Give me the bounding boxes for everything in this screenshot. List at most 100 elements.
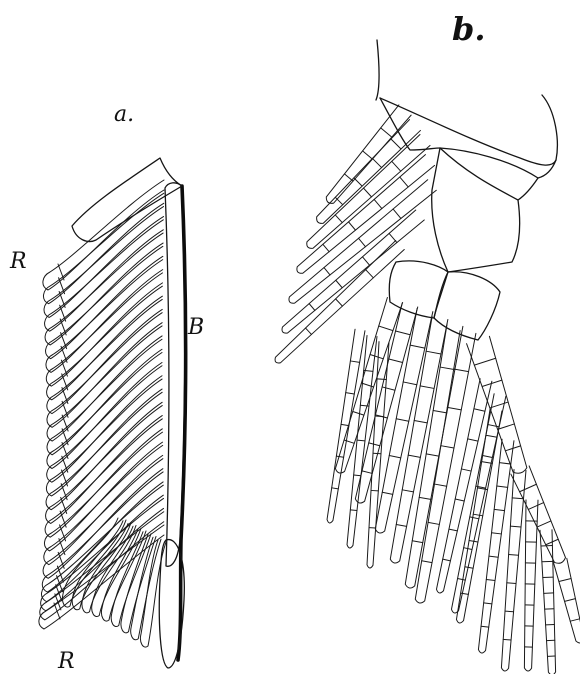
ray-segment-joint bbox=[428, 522, 439, 524]
ray-segment-joint bbox=[412, 541, 423, 543]
upper-segmented-ray bbox=[297, 155, 435, 274]
ray-segment-joint bbox=[414, 421, 427, 423]
ray-segment-joint bbox=[433, 410, 447, 412]
fin-ray bbox=[46, 379, 162, 496]
ray-segment-joint bbox=[570, 619, 580, 621]
ray-segment-joint bbox=[354, 475, 361, 476]
upper-segmented-ray bbox=[282, 210, 424, 333]
ray-segment-joint bbox=[389, 359, 403, 363]
fin-ray bbox=[46, 406, 163, 524]
fin-ray bbox=[45, 419, 162, 537]
ray-segment-joint bbox=[374, 199, 382, 208]
upper-segmented-ray bbox=[289, 180, 436, 303]
ray-segment-joint bbox=[369, 443, 380, 446]
ray-segment-joint bbox=[512, 498, 523, 499]
label-basal: B bbox=[187, 315, 204, 340]
ray-segment-joint bbox=[528, 503, 543, 510]
ray-segment-joint bbox=[537, 521, 551, 527]
girdle-outline bbox=[376, 40, 557, 200]
ray-segment-joint bbox=[393, 209, 401, 218]
ray-segment-joint bbox=[362, 257, 369, 265]
ray-segment-joint bbox=[350, 361, 359, 362]
upper-segmented-ray bbox=[326, 105, 411, 203]
ray-segment-joint bbox=[455, 499, 464, 501]
ray-segment-joint bbox=[503, 639, 511, 640]
upper-segmented-ray bbox=[307, 135, 430, 249]
ray-segment-joint bbox=[505, 611, 514, 612]
ray-segment-joint bbox=[366, 270, 374, 278]
ray-segment-joint bbox=[324, 268, 330, 275]
ray-segment-joint bbox=[350, 510, 357, 511]
ray-segment-joint bbox=[489, 556, 498, 557]
ray-segment-joint bbox=[363, 151, 373, 159]
ray-segment-joint bbox=[473, 514, 482, 516]
ray-segment-joint bbox=[354, 178, 362, 186]
ray-segment-joint bbox=[382, 387, 395, 390]
fin-ray bbox=[46, 392, 162, 509]
ray-segment-joint bbox=[335, 197, 342, 204]
fin-ray bbox=[47, 339, 162, 455]
ray-segment-joint bbox=[373, 453, 381, 454]
ray-segment-joint bbox=[403, 382, 417, 385]
branch-segmented-ray bbox=[478, 439, 514, 653]
ray-segment-joint bbox=[402, 490, 413, 492]
ray-segment-joint bbox=[375, 416, 384, 417]
upper-segmented-ray bbox=[317, 120, 421, 224]
basal-cartilage bbox=[165, 183, 186, 660]
fin-ray bbox=[47, 366, 162, 482]
fin-ray bbox=[44, 207, 163, 318]
ray-segment-joint bbox=[499, 463, 510, 464]
left-segmented-ray bbox=[347, 335, 377, 548]
panel-b-label: b. bbox=[452, 10, 486, 48]
ray-segment-joint bbox=[441, 446, 454, 448]
upper-segmented-ray bbox=[275, 240, 404, 362]
ray-segment-joint bbox=[408, 455, 420, 457]
ray-segment-joint bbox=[507, 583, 516, 584]
ray-segment-joint bbox=[332, 488, 339, 489]
ray-segment-joint bbox=[377, 379, 386, 380]
ray-segment-joint bbox=[396, 419, 409, 422]
ray-segment-joint bbox=[449, 529, 457, 531]
ray-segment-joint bbox=[396, 331, 411, 335]
ray-segment-joint bbox=[391, 139, 401, 149]
ray-segment-joint bbox=[357, 440, 365, 441]
ray-segment-joint bbox=[422, 561, 432, 563]
panel-a-label: a. bbox=[114, 102, 134, 127]
ray-segment-joint bbox=[392, 161, 401, 171]
ray-segment-joint bbox=[474, 358, 495, 365]
ray-segment-joint bbox=[323, 244, 329, 251]
ray-segment-joint bbox=[336, 456, 343, 457]
ray-segment-joint bbox=[381, 128, 392, 137]
ray-segment-joint bbox=[474, 409, 485, 411]
ray-segment-joint bbox=[498, 424, 515, 429]
ray-segment-joint bbox=[336, 280, 342, 288]
ray-segment-joint bbox=[492, 533, 502, 534]
ray-segment-joint bbox=[454, 369, 469, 372]
ray-segment-joint bbox=[565, 599, 576, 602]
ray-segment-joint bbox=[396, 524, 406, 526]
fin-ray bbox=[47, 353, 162, 469]
fan-ray bbox=[140, 540, 166, 647]
ray-segment-joint bbox=[420, 386, 434, 389]
ray-segment-joint bbox=[400, 177, 408, 187]
ray-segment-joint bbox=[336, 299, 343, 306]
ray-segment-joint bbox=[486, 435, 497, 437]
ray-segment-joint bbox=[559, 578, 571, 581]
label-ray-bottom: R bbox=[57, 649, 75, 674]
label-ray-top: R bbox=[9, 249, 27, 274]
ray-segment-joint bbox=[335, 215, 342, 223]
ray-segment-joint bbox=[486, 579, 495, 580]
fan-ray bbox=[111, 532, 151, 627]
ray-segment-joint bbox=[470, 517, 479, 519]
ray-segment-joint bbox=[447, 407, 461, 409]
ray-segment-joint bbox=[520, 484, 537, 491]
ray-segment-joint bbox=[349, 222, 356, 230]
ray-segment-joint bbox=[482, 455, 492, 457]
ray-segment-joint bbox=[497, 486, 508, 487]
ray-segment-joint bbox=[419, 497, 431, 499]
ray-segment-joint bbox=[382, 492, 392, 494]
ray-segment-joint bbox=[410, 345, 425, 348]
ray-segment-joint bbox=[346, 393, 355, 394]
branch-segmented-ray bbox=[540, 530, 556, 674]
